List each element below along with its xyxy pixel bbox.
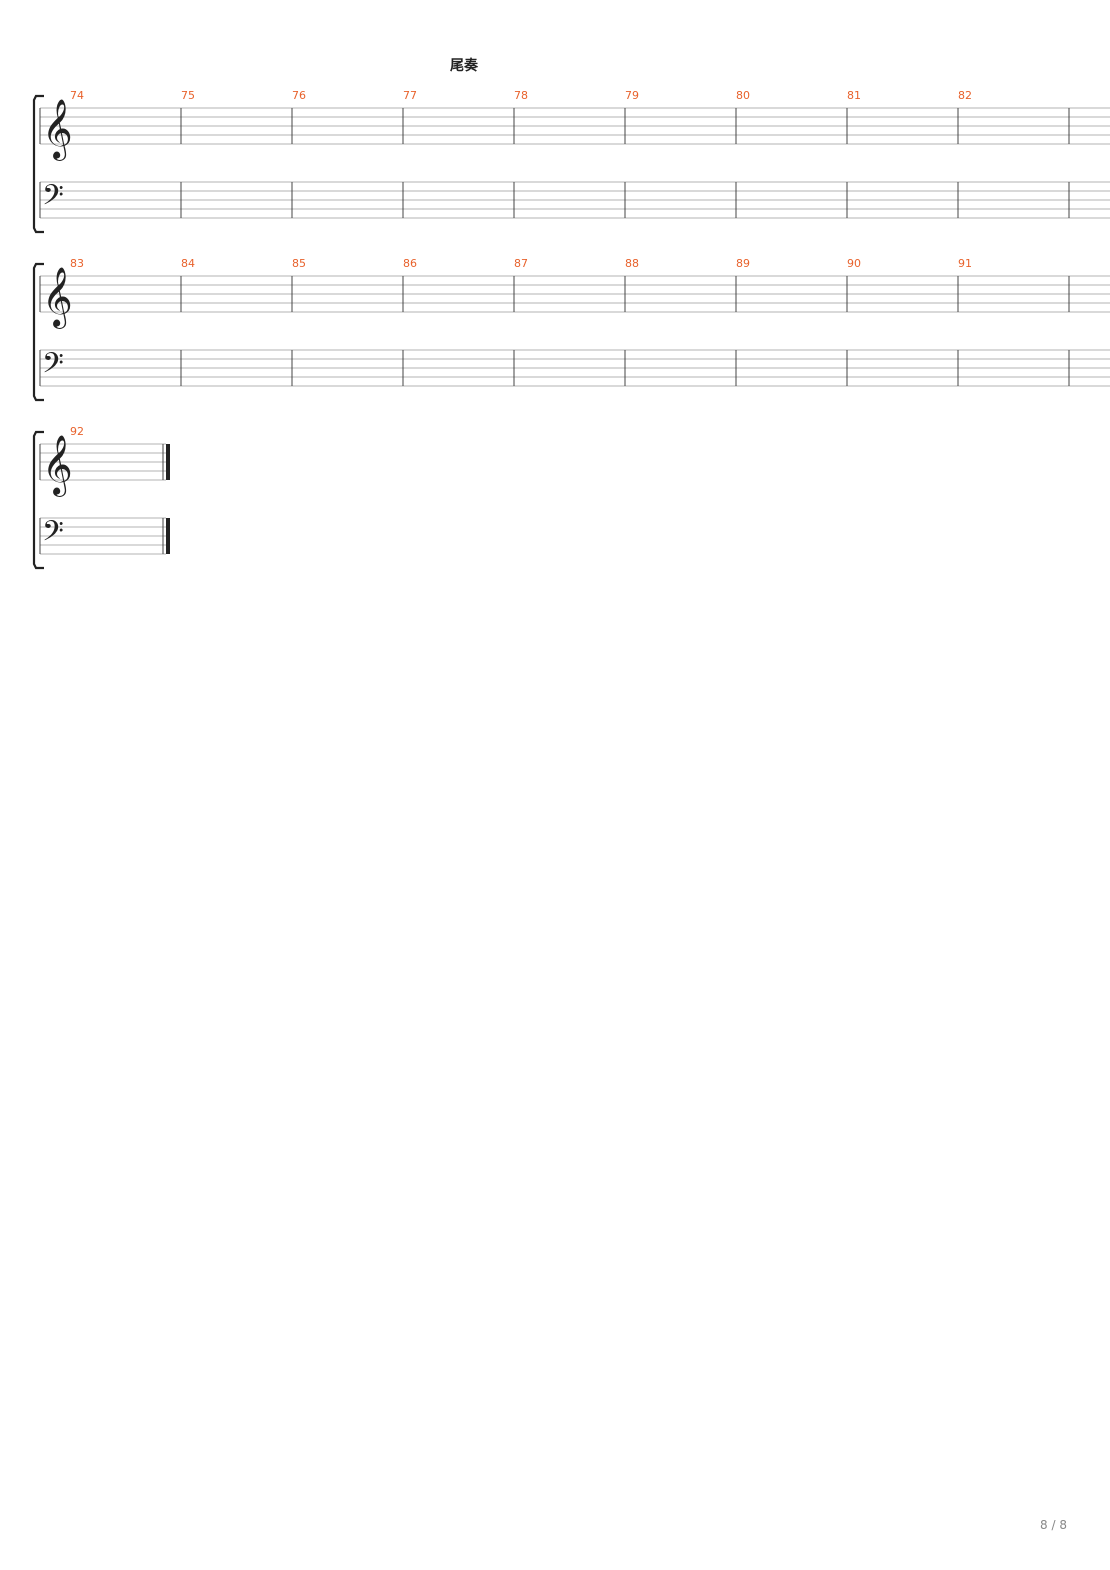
measure-number: 89 — [736, 257, 750, 270]
measure-number: 78 — [514, 89, 528, 102]
system-bracket — [32, 430, 44, 570]
bass-clef-icon: 𝄢 — [42, 515, 64, 555]
system: 𝄞 𝄢 83 84 85 86 87 88 89 90 91 — [32, 257, 1110, 402]
system-bracket — [32, 94, 44, 234]
measure-number: 74 — [70, 89, 84, 102]
bass-clef-icon: 𝄢 — [42, 179, 64, 219]
measure-number: 75 — [181, 89, 195, 102]
measure-number: 83 — [70, 257, 84, 270]
system: 𝄞 𝄢 92 — [32, 425, 170, 570]
measure-number: 80 — [736, 89, 750, 102]
measure-number: 76 — [292, 89, 306, 102]
measure-number: 88 — [625, 257, 639, 270]
treble-clef-icon: 𝄞 — [42, 435, 73, 497]
measure-number: 85 — [292, 257, 306, 270]
measure-number: 77 — [403, 89, 417, 102]
measure-number: 81 — [847, 89, 861, 102]
measure-number: 87 — [514, 257, 528, 270]
measure-number: 92 — [70, 425, 84, 438]
measure-number: 84 — [181, 257, 195, 270]
system: 𝄞 𝄢 74 75 76 77 78 79 80 81 82 — [32, 89, 1110, 234]
measure-number: 91 — [958, 257, 972, 270]
final-barline — [166, 518, 170, 554]
measure-number: 90 — [847, 257, 861, 270]
measure-number: 82 — [958, 89, 972, 102]
final-barline — [166, 444, 170, 480]
section-title: 尾奏 — [450, 58, 478, 74]
treble-clef-icon: 𝄞 — [42, 267, 73, 329]
system-bracket — [32, 262, 44, 402]
measure-number: 79 — [625, 89, 639, 102]
measure-number: 86 — [403, 257, 417, 270]
treble-clef-icon: 𝄞 — [42, 99, 73, 161]
bass-clef-icon: 𝄢 — [42, 347, 64, 387]
page-number: 8 / 8 — [1040, 1518, 1067, 1532]
